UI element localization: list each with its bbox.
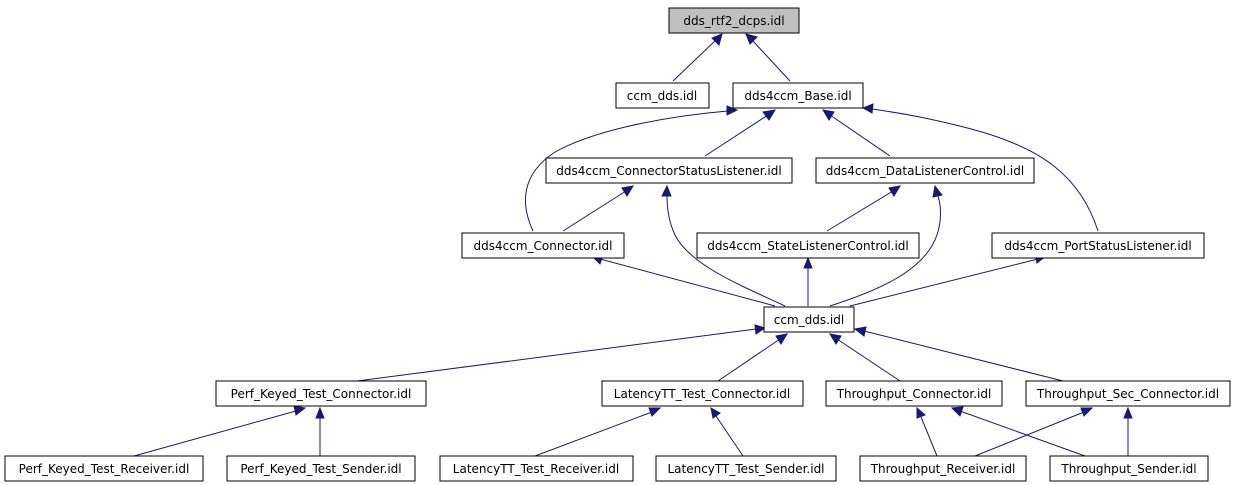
node-state-listener-control[interactable]: dds4ccm_StateListenerControl.idl xyxy=(696,232,920,259)
edge-latency-sender-to-connector xyxy=(710,407,744,457)
edge-ccm-dds-top-to-dds-rtf2-dcps xyxy=(672,33,723,82)
node-label: Throughput_Sender.idl xyxy=(1060,462,1196,476)
node-label: dds4ccm_StateListenerControl.idl xyxy=(707,239,909,253)
edge-perf-keyed-receiver-to-connector xyxy=(133,405,307,457)
node-dds-rtf2-dcps[interactable]: dds_rtf2_dcps.idl xyxy=(668,7,800,34)
node-label: Throughput_Sec_Connector.idl xyxy=(1036,387,1219,401)
node-latency-connector[interactable]: LatencyTT_Test_Connector.idl xyxy=(601,380,804,407)
node-connector-status-listener[interactable]: dds4ccm_ConnectorStatusListener.idl xyxy=(545,157,793,184)
edge-throughput-receiver-to-sec-connector xyxy=(974,407,1094,457)
node-throughput-sender[interactable]: Throughput_Sender.idl xyxy=(1049,455,1209,482)
edge-latency-connector-to-ccm-dds xyxy=(717,333,788,382)
edge-connector-to-connector-status-listener xyxy=(562,185,634,232)
node-throughput-sec-connector[interactable]: Throughput_Sec_Connector.idl xyxy=(1025,380,1231,407)
node-perf-keyed-sender[interactable]: Perf_Keyed_Test_Sender.idl xyxy=(226,455,416,482)
edge-throughput-connector-to-ccm-dds xyxy=(829,333,901,382)
edge-throughput-sec-connector-to-ccm-dds xyxy=(853,326,1064,382)
edge-connector-status-listener-to-base xyxy=(704,109,776,157)
node-label: dds4ccm_DataListenerControl.idl xyxy=(826,164,1024,178)
node-latency-receiver[interactable]: LatencyTT_Test_Receiver.idl xyxy=(439,455,634,482)
edge-latency-receiver-to-connector xyxy=(534,407,662,457)
edge-perf-keyed-sender-to-connector xyxy=(315,406,325,456)
node-label: Perf_Keyed_Test_Connector.idl xyxy=(231,387,412,401)
edge-state-listener-control-to-data-listener-control xyxy=(826,185,901,232)
node-label: dds_rtf2_dcps.idl xyxy=(683,14,784,28)
node-label: Throughput_Receiver.idl xyxy=(870,462,1016,476)
node-label: Perf_Keyed_Test_Sender.idl xyxy=(240,462,401,476)
node-label: dds4ccm_PortStatusListener.idl xyxy=(1004,239,1191,253)
node-perf-keyed-receiver[interactable]: Perf_Keyed_Test_Receiver.idl xyxy=(4,455,204,482)
nodes: dds_rtf2_dcps.idl ccm_dds.idl dds4ccm_Ba… xyxy=(4,7,1231,482)
node-data-listener-control[interactable]: dds4ccm_DataListenerControl.idl xyxy=(815,157,1035,184)
node-latency-sender[interactable]: LatencyTT_Test_Sender.idl xyxy=(655,455,837,482)
node-perf-keyed-connector[interactable]: Perf_Keyed_Test_Connector.idl xyxy=(215,380,427,407)
node-label: dds4ccm_Connector.idl xyxy=(474,239,613,253)
node-label: Throughput_Connector.idl xyxy=(836,387,992,401)
node-label: LatencyTT_Test_Connector.idl xyxy=(614,387,790,401)
edge-data-listener-control-to-base xyxy=(822,109,891,157)
node-throughput-receiver[interactable]: Throughput_Receiver.idl xyxy=(859,455,1027,482)
edge-throughput-sender-to-throughput-connector xyxy=(950,406,1086,457)
node-label: LatencyTT_Test_Receiver.idl xyxy=(453,462,619,476)
node-label: dds4ccm_ConnectorStatusListener.idl xyxy=(556,164,781,178)
node-label: ccm_dds.idl xyxy=(627,89,697,103)
node-label: LatencyTT_Test_Sender.idl xyxy=(667,462,824,476)
edge-port-status-listener-to-base xyxy=(861,103,1099,232)
node-port-status-listener[interactable]: dds4ccm_PortStatusListener.idl xyxy=(991,232,1205,259)
node-dds4ccm-base[interactable]: dds4ccm_Base.idl xyxy=(732,82,864,109)
edge-perf-keyed-connector-to-ccm-dds xyxy=(356,324,767,382)
edge-base-to-dds-rtf2-dcps xyxy=(745,33,791,82)
edge-ccm-dds-mid-to-connector-status-listener xyxy=(661,184,786,307)
edge-ccm-dds-mid-to-port-status-listener xyxy=(849,253,1048,307)
node-ccm-dds-top[interactable]: ccm_dds.idl xyxy=(615,82,710,109)
node-ccm-dds-mid[interactable]: ccm_dds.idl xyxy=(763,306,855,333)
node-throughput-connector[interactable]: Throughput_Connector.idl xyxy=(825,380,1003,407)
node-label: ccm_dds.idl xyxy=(774,313,844,327)
edge-ccm-dds-mid-to-connector xyxy=(590,254,776,307)
edge-throughput-receiver-to-throughput-connector xyxy=(916,406,938,457)
edge-ccm-dds-mid-to-data-listener-control xyxy=(829,184,943,307)
node-dds4ccm-connector[interactable]: dds4ccm_Connector.idl xyxy=(461,232,625,259)
node-label: Perf_Keyed_Test_Receiver.idl xyxy=(19,462,190,476)
edge-connector-to-base xyxy=(524,105,739,232)
node-label: dds4ccm_Base.idl xyxy=(744,89,851,103)
edge-ccm-dds-mid-to-state-listener-control xyxy=(803,256,813,306)
edge-throughput-sender-to-sec-connector xyxy=(1123,406,1133,456)
